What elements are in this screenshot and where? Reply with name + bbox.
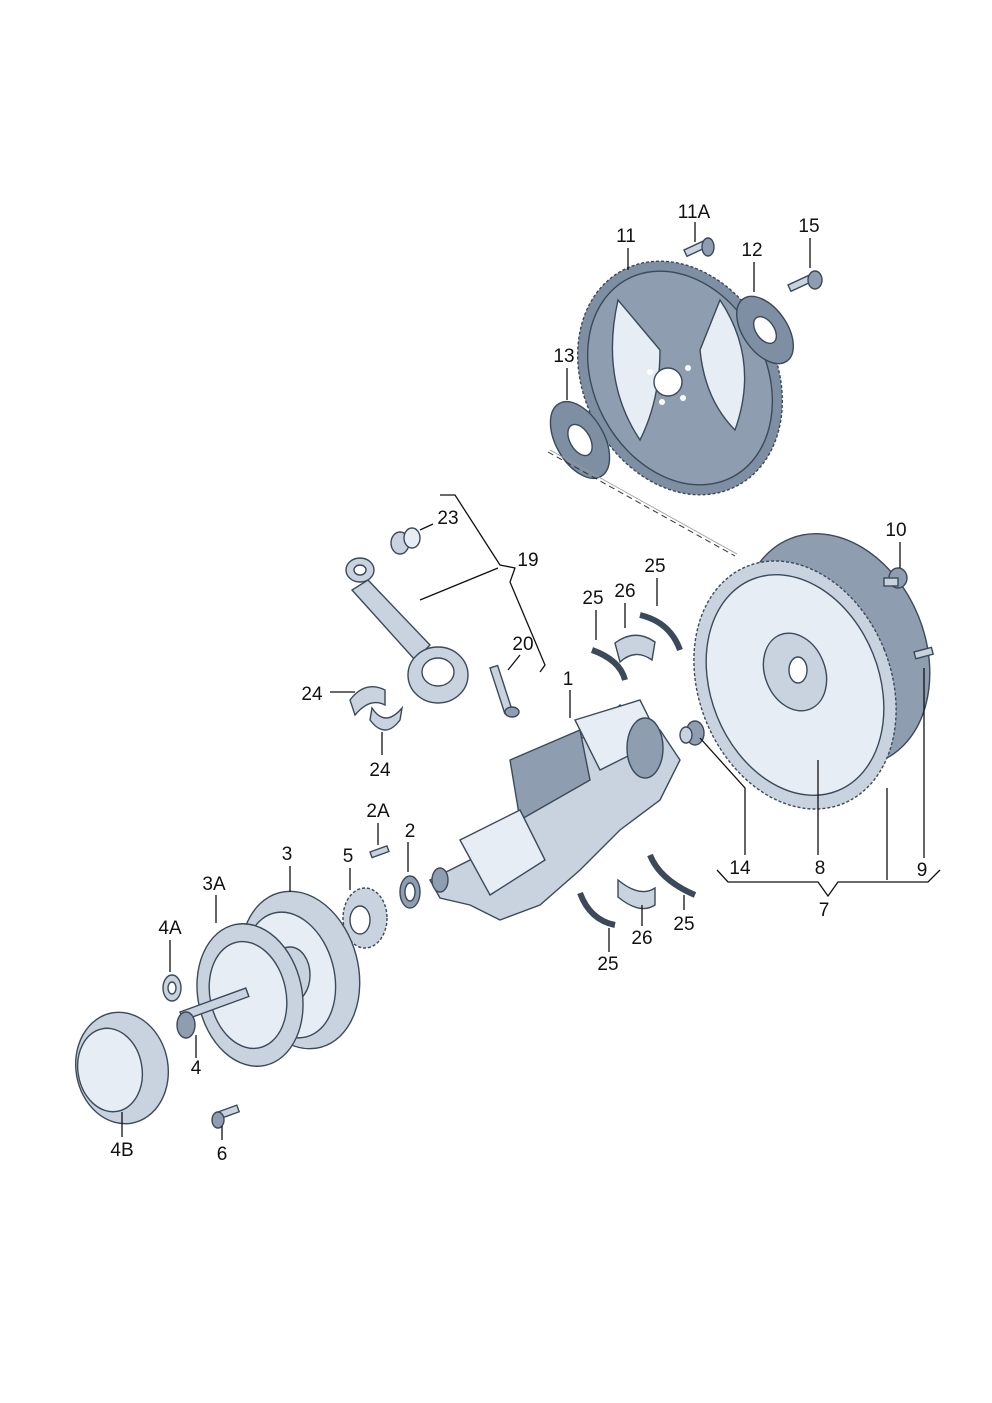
callout-1: 1	[563, 669, 574, 690]
callout-24-upper: 24	[301, 684, 323, 705]
bolt-part-11A	[683, 237, 715, 258]
callout-labels: 11 11A 12 15 13 10 23 19 25 25 26 20 1 2…	[110, 202, 927, 1165]
callout-24-lower: 24	[369, 760, 391, 781]
main-bearing-shell-lower-part-26	[617, 878, 656, 910]
callout-4B: 4B	[110, 1140, 133, 1161]
callout-7: 7	[819, 900, 830, 921]
callout-10: 10	[885, 520, 906, 541]
callout-11: 11	[616, 226, 636, 247]
callout-23: 23	[437, 508, 458, 529]
callout-4: 4	[191, 1058, 202, 1079]
bolt-part-15	[787, 270, 823, 293]
main-bearing-shell-upper-part-26	[614, 634, 656, 664]
spacer-plate-part-13	[549, 400, 611, 480]
connecting-rod-assembly-part-19	[345, 557, 469, 704]
thrust-washers-upper-part-25	[590, 612, 683, 681]
callout-3A: 3A	[202, 874, 226, 895]
rod-bolt-part-20	[489, 664, 520, 718]
callout-8: 8	[815, 858, 826, 879]
bolt-part-6	[211, 1104, 241, 1129]
callout-2: 2	[405, 821, 416, 842]
callout-20: 20	[512, 634, 533, 655]
assembly-axis-line	[547, 451, 736, 557]
callout-12: 12	[741, 240, 762, 261]
callout-15: 15	[798, 216, 819, 237]
callout-13: 13	[553, 346, 574, 367]
washer-part-4A	[162, 974, 182, 1002]
callout-6: 6	[217, 1144, 228, 1165]
thrust-ring-part-2	[399, 875, 421, 909]
drive-plate-part-11	[577, 260, 783, 496]
rod-bearing-shells-part-24	[349, 686, 404, 731]
callout-25-lower-left: 25	[597, 954, 618, 975]
callout-9: 9	[917, 860, 928, 881]
small-end-bushing-part-23	[390, 527, 421, 555]
callout-25-upper-left: 25	[582, 588, 603, 609]
callout-5: 5	[343, 846, 354, 867]
spacer-plate-part-12	[736, 295, 794, 365]
callout-26-upper: 26	[614, 581, 635, 602]
callout-4A: 4A	[158, 918, 182, 939]
crank-sprocket-part-5	[342, 887, 388, 949]
callout-25-upper-right: 25	[644, 556, 665, 577]
callout-2A: 2A	[366, 801, 390, 822]
callout-11A: 11A	[678, 202, 711, 223]
callout-3: 3	[282, 844, 293, 865]
key-part-2A	[369, 844, 390, 859]
crankshaft-part-1	[429, 699, 681, 921]
leader-lines	[121, 222, 941, 1140]
callout-26-lower: 26	[631, 928, 652, 949]
thrust-washers-lower-part-25	[577, 853, 697, 928]
dowel-pin-part-9	[913, 646, 935, 660]
flywheel-part-8	[693, 533, 931, 810]
cap-part-4B	[74, 1011, 170, 1125]
callout-19: 19	[517, 550, 538, 571]
bushing-part-14	[679, 720, 705, 746]
callout-25-lower-right: 25	[673, 914, 694, 935]
central-bolt-part-4	[176, 987, 250, 1039]
bolt-part-10	[883, 567, 908, 589]
callout-14: 14	[729, 858, 751, 879]
